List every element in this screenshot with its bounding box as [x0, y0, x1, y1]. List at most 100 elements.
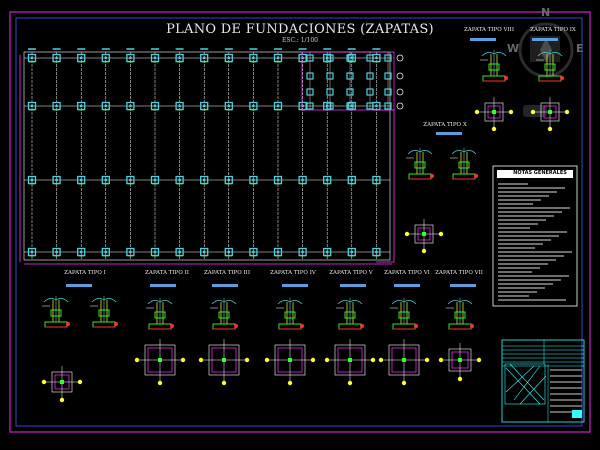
- footing-section-1b: [90, 296, 118, 328]
- general-notes-title: NOTAS GENERALES: [513, 170, 567, 176]
- footing: [384, 102, 392, 110]
- plan-title: PLANO DE FUNDACIONES (ZAPATAS): [166, 22, 434, 37]
- footing: [27, 247, 37, 257]
- footing: [77, 53, 86, 63]
- dimension-dot: [474, 174, 478, 178]
- column-plan: [492, 110, 496, 114]
- sheet-outer-border: [9, 11, 591, 433]
- column-plan: [158, 358, 162, 362]
- footing-section-1a: [42, 296, 70, 328]
- axis-bubble: [424, 357, 430, 363]
- axis-bubble: [421, 248, 427, 254]
- axis-bubble: [474, 109, 480, 115]
- dimension-dot: [300, 324, 304, 328]
- axis-bubble: [378, 357, 384, 363]
- detail-tag-8: [470, 38, 496, 41]
- column: [80, 104, 83, 108]
- footing-base: [452, 173, 476, 180]
- column: [203, 104, 206, 108]
- dimension-dot: [114, 322, 118, 326]
- stirrup: [488, 63, 500, 71]
- footing-base: [482, 75, 506, 82]
- plan-scale: ESC.: 1/100: [282, 37, 318, 44]
- compass-west-label: W: [507, 42, 520, 55]
- axis-bubble: [134, 357, 140, 363]
- column: [178, 178, 181, 182]
- footing: [52, 53, 61, 63]
- footing: [326, 102, 334, 110]
- footing: [346, 72, 354, 80]
- axis-bubble: [404, 231, 410, 237]
- footing: [249, 101, 258, 111]
- footing: [126, 53, 135, 63]
- footing: [273, 101, 283, 111]
- axis-bubble: [324, 357, 330, 363]
- column: [55, 104, 58, 108]
- footing-plan-2: [134, 339, 186, 386]
- footing-base: [92, 321, 116, 328]
- footing: [249, 53, 258, 63]
- column: [227, 178, 230, 182]
- footing: [126, 247, 135, 257]
- footing: [200, 247, 209, 257]
- footing-section-8: [480, 50, 508, 82]
- soil-line: [337, 300, 363, 305]
- axis-bubble: [547, 126, 553, 132]
- column: [129, 104, 132, 108]
- column: [129, 250, 132, 254]
- footing: [384, 88, 392, 96]
- column-plan: [422, 232, 426, 236]
- column: [80, 250, 83, 254]
- footing-plan-4: [264, 339, 316, 386]
- axis-bubble: [401, 380, 407, 386]
- axis-bubble: [310, 357, 316, 363]
- footing: [249, 175, 258, 185]
- column: [252, 56, 255, 60]
- detail-tag-7: [450, 284, 476, 287]
- column: [178, 56, 181, 60]
- footing-section-3: [210, 298, 238, 330]
- stirrup: [154, 311, 166, 319]
- footing: [372, 175, 381, 185]
- axis-bubble: [41, 379, 47, 385]
- column: [153, 104, 157, 108]
- stirrup: [544, 63, 556, 71]
- column: [301, 250, 304, 254]
- title-block: [501, 339, 585, 423]
- compass-north-label: N: [541, 6, 551, 19]
- column: [203, 178, 206, 182]
- footing: [27, 101, 37, 111]
- axis-bubble: [180, 357, 186, 363]
- footing: [101, 175, 110, 185]
- footing: [101, 101, 110, 111]
- column: [227, 250, 230, 254]
- foundation-plan: [19, 48, 404, 265]
- dimension-dot: [234, 324, 238, 328]
- label-zapata-tipo-4: ZAPATA TIPO IV: [270, 270, 316, 276]
- stirrup: [98, 309, 110, 317]
- footing: [298, 175, 307, 185]
- footing-plan-1: [41, 366, 83, 403]
- column: [326, 250, 329, 254]
- column: [55, 250, 58, 254]
- stirrup: [50, 309, 62, 317]
- column: [30, 104, 34, 108]
- column: [104, 178, 107, 182]
- column: [227, 56, 230, 60]
- axis-bubble: [491, 126, 497, 132]
- footing: [366, 88, 374, 96]
- footing: [384, 72, 392, 80]
- footing: [306, 54, 314, 62]
- footing: [323, 175, 332, 185]
- footing: [366, 102, 374, 110]
- footing-plan-3: [198, 339, 250, 386]
- column: [276, 250, 280, 254]
- footing: [150, 53, 160, 63]
- column-plan: [222, 358, 226, 362]
- column: [153, 250, 157, 254]
- axis-bubble: [157, 380, 163, 386]
- footing: [27, 53, 37, 63]
- axis-bubble: [198, 357, 204, 363]
- axis-bubble: [438, 357, 444, 363]
- axis-bubble: [564, 109, 570, 115]
